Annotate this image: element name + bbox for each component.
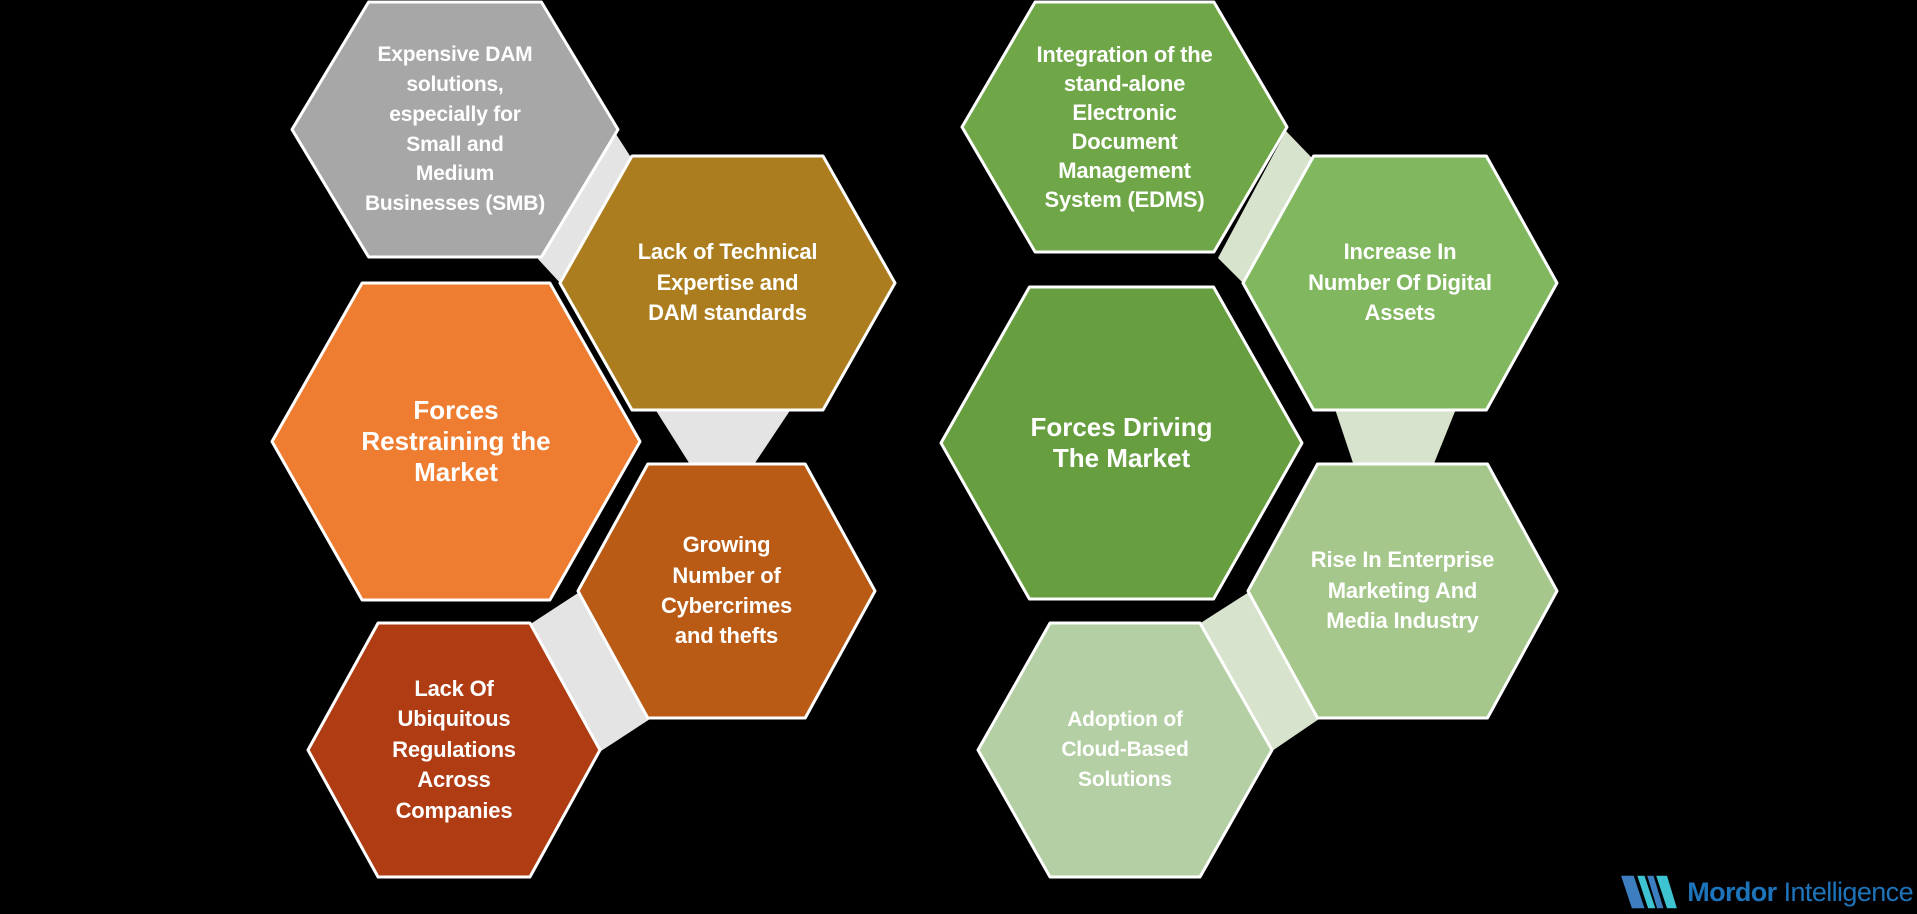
logo-mark-stripe: [1621, 875, 1645, 909]
connector-expertise-to-cybercrimes: [655, 409, 791, 466]
hexagon-technical-expertise: [558, 154, 897, 412]
hexagon-edms-integration: [960, 0, 1289, 254]
logo-mark-stripe: [1656, 875, 1678, 909]
logo-mark-stripe: [1647, 875, 1664, 909]
mordor-logo-icon: [1621, 875, 1678, 909]
brand-name-secondary: Intelligence: [1783, 876, 1914, 907]
connector-assets-to-marketing: [1335, 409, 1456, 466]
hexagon-expensive-dam: [290, 0, 620, 259]
hexagon-ubiquitous-regulations: [306, 621, 602, 879]
hexagon-forces-driving: [939, 285, 1304, 601]
hexagon-digital-assets: [1241, 154, 1559, 412]
connector-cybercrimes-to-regulations: [529, 593, 650, 751]
brand-name-primary: Mordor: [1687, 876, 1777, 907]
logo-mark-stripe: [1637, 875, 1656, 909]
connector-marketing-to-cloud: [1199, 592, 1319, 751]
connector-dam-to-expertise: [538, 131, 632, 285]
hexagon-enterprise-marketing: [1246, 462, 1559, 720]
hexagon-cybercrimes: [576, 462, 877, 720]
connector-edms-to-assets: [1218, 131, 1312, 284]
hexagon-cloud-adoption: [976, 621, 1274, 879]
hexagon-forces-restraining: [270, 281, 642, 602]
